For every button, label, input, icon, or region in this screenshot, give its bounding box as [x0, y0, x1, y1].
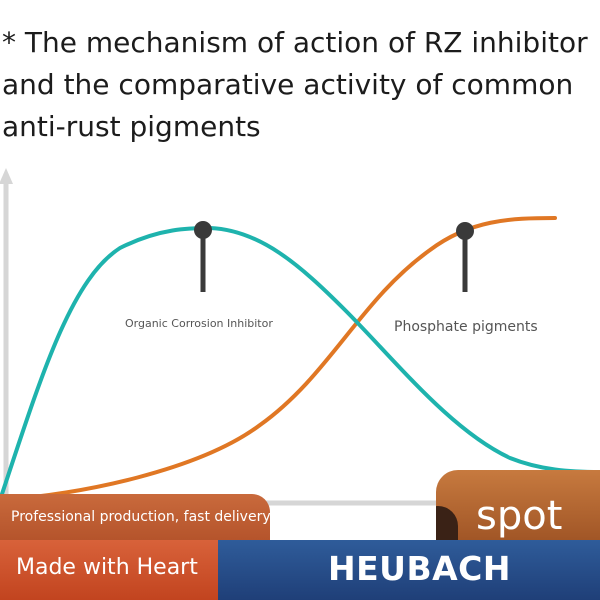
brand-name: HEUBACH [218, 540, 600, 600]
bottom-banner: Made with Heart HEUBACH [0, 540, 600, 600]
title-line-2: and the comparative activity of common [2, 68, 574, 101]
spot-label: spot [476, 493, 563, 539]
title-line-3: anti-rust pigments [2, 110, 261, 143]
title-line-1: * The mechanism of action of RZ inhibito… [2, 26, 588, 59]
organic-inhibitor-label: Organic Corrosion Inhibitor [125, 317, 273, 330]
phosphate-pigments-curve [0, 216, 557, 502]
spot-badge: spot [436, 470, 600, 544]
y-axis-arrow [0, 168, 13, 184]
promo-tab: Professional production, fast delivery [0, 494, 271, 542]
organic-peak-marker [194, 221, 212, 239]
phosphate-peak-marker [456, 222, 474, 240]
spot-badge-shadow [436, 506, 458, 544]
phosphate-pigments-label: Phosphate pigments [394, 319, 538, 335]
diagram-title: * The mechanism of action of RZ inhibito… [2, 22, 598, 148]
made-with-heart-label: Made with Heart [0, 540, 218, 600]
organic-inhibitor-curve [0, 225, 600, 502]
